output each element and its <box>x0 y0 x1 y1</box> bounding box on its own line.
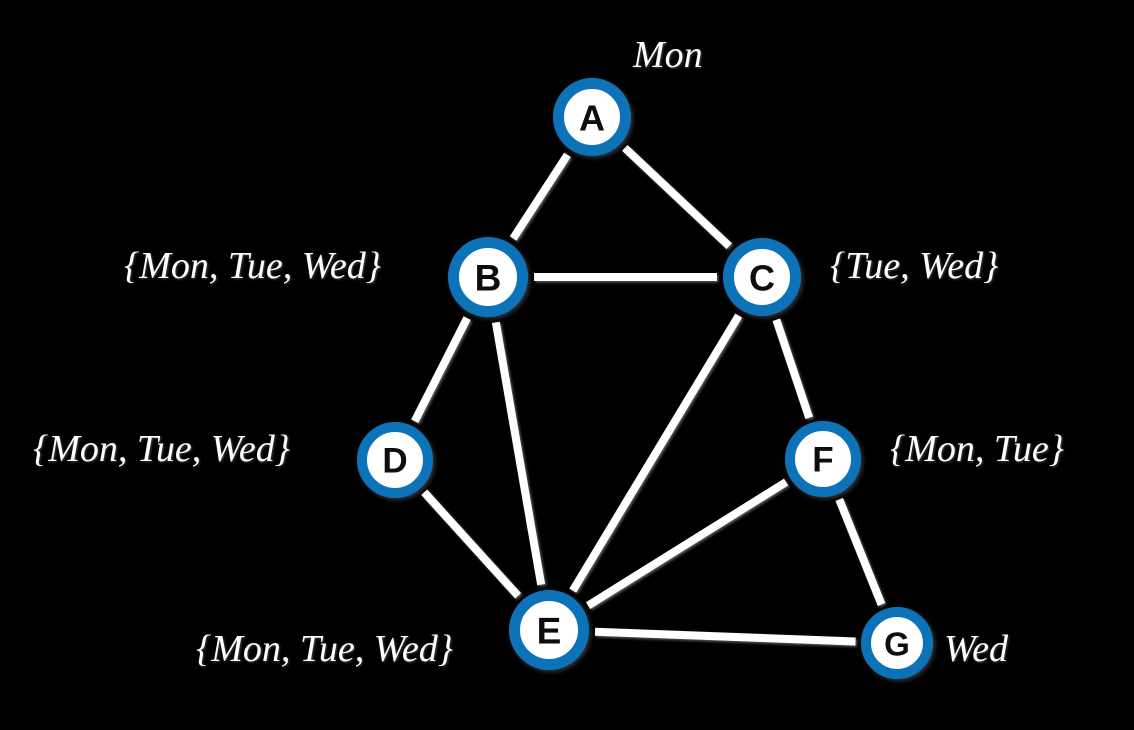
domain-label-a: Mon <box>633 34 703 76</box>
node-circle-b[interactable] <box>448 237 528 317</box>
node-label-g: G <box>884 626 910 663</box>
node-label-b: B <box>475 258 502 299</box>
domain-label-b: {Mon, Tue, Wed} <box>124 245 381 287</box>
edge-b-d <box>411 316 471 424</box>
domain-label-c: {Tue, Wed} <box>830 245 999 287</box>
domain-label-d: {Mon, Tue, Wed} <box>33 428 290 470</box>
edge-f-g <box>835 497 886 606</box>
edge-d-e <box>421 489 522 599</box>
node-label-e: E <box>537 611 562 652</box>
edge-e-g <box>594 627 856 646</box>
node-b[interactable]: B <box>448 237 528 317</box>
node-e[interactable]: E <box>509 590 589 670</box>
nodes-layer: A B C D E F G <box>357 78 933 679</box>
node-label-f: F <box>812 441 833 480</box>
node-g[interactable]: G <box>861 607 933 679</box>
node-label-d: D <box>382 442 407 481</box>
domain-label-f: {Mon, Tue} <box>890 428 1064 470</box>
node-d[interactable]: D <box>357 422 433 498</box>
domain-label-g: Wed <box>944 628 1009 670</box>
node-a[interactable]: A <box>553 78 631 156</box>
edge-e-f <box>585 478 789 610</box>
edge-c-f <box>772 318 813 420</box>
edge-b-e <box>491 321 546 586</box>
node-circle-d[interactable] <box>357 422 433 498</box>
node-c[interactable]: C <box>723 238 801 316</box>
node-label-c: C <box>749 258 775 299</box>
node-circle-a[interactable] <box>553 78 631 156</box>
edge-c-e <box>569 313 743 593</box>
node-circle-f[interactable] <box>785 421 861 497</box>
edges-layer <box>411 144 886 646</box>
domain-label-e: {Mon, Tue, Wed} <box>196 628 453 670</box>
edge-a-b <box>509 152 571 241</box>
edge-a-c <box>622 144 732 250</box>
node-circle-e[interactable] <box>509 590 589 670</box>
node-label-a: A <box>579 98 605 139</box>
node-circle-c[interactable] <box>723 238 801 316</box>
node-f[interactable]: F <box>785 421 861 497</box>
node-circle-g[interactable] <box>861 607 933 679</box>
